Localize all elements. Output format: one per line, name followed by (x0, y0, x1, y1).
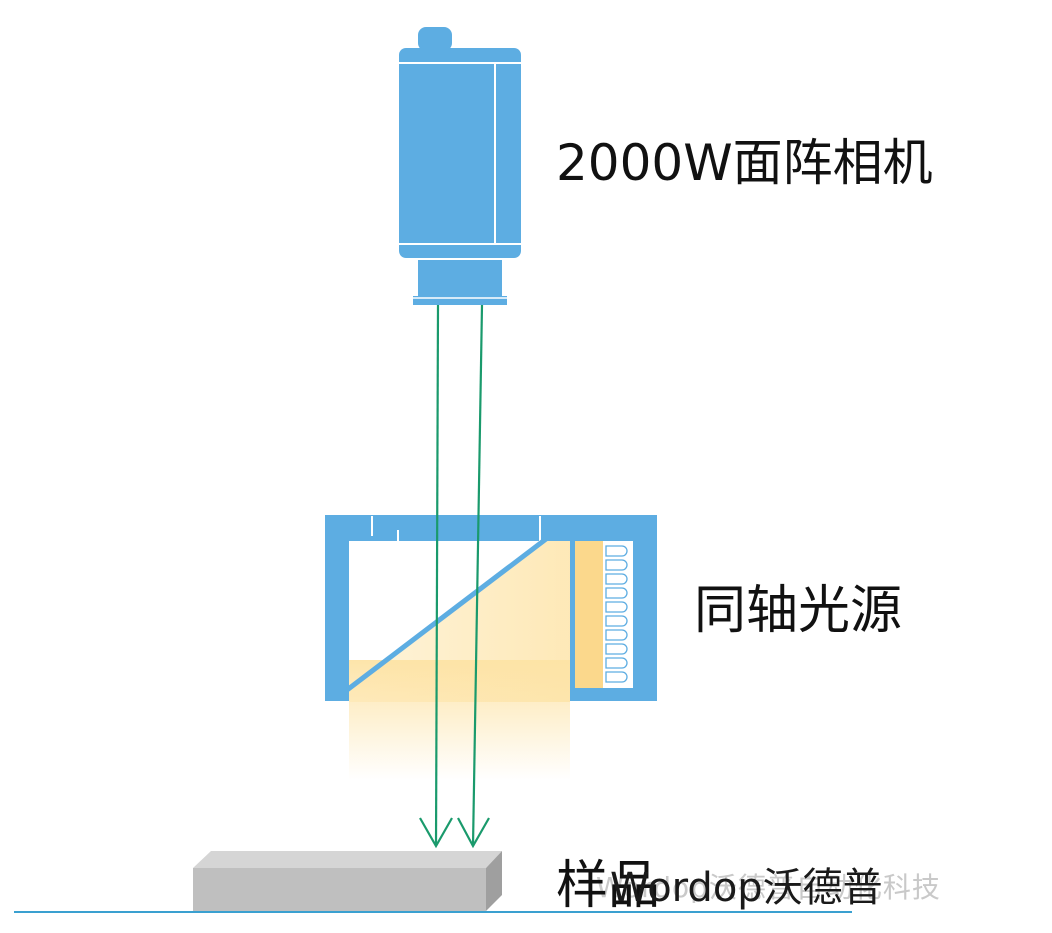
led-icon (605, 657, 628, 669)
area-scan-camera (399, 27, 521, 305)
camera-body (399, 48, 521, 258)
led-icon (605, 559, 628, 571)
led-panel-glow (573, 540, 603, 688)
sample-top-face (193, 851, 502, 868)
led-icon (605, 643, 628, 655)
light-source-label: 同轴光源 (694, 581, 903, 641)
led-icon (605, 615, 628, 627)
camera-lens-ring (413, 296, 507, 305)
led-icon (605, 573, 628, 585)
watermark-text: Wordop沃德普 (610, 865, 883, 911)
camera-lens-mount (418, 260, 502, 296)
led-array (605, 545, 628, 683)
light-frame-left (325, 515, 349, 701)
beam-left (434, 304, 440, 847)
led-icon (605, 671, 628, 683)
led-icon (605, 629, 628, 641)
light-inner-divider (570, 540, 575, 690)
light-window (398, 535, 540, 541)
camera-cap (418, 27, 452, 51)
beam-right-arrowhead (457, 817, 490, 849)
sample-label: 样品 (556, 856, 661, 916)
sample-side-face (486, 851, 502, 911)
led-icon (605, 601, 628, 613)
watermark-faint-text: Wordop沃德普自动化科技 (596, 871, 941, 904)
beam-left-arrowhead (419, 817, 453, 849)
sample-block (193, 851, 502, 911)
led-icon (605, 587, 628, 599)
light-frame-right (633, 515, 657, 701)
sample-front-face (193, 868, 486, 911)
led-icon (605, 545, 628, 557)
beam-right (471, 304, 484, 847)
optical-beams (419, 304, 490, 849)
light-frame-bottom-right (570, 688, 657, 701)
light-glow-inside (349, 540, 570, 702)
beam-splitter (345, 537, 548, 692)
coaxial-light-source (325, 515, 657, 780)
camera-label: 2000W面阵相机 (556, 134, 933, 192)
